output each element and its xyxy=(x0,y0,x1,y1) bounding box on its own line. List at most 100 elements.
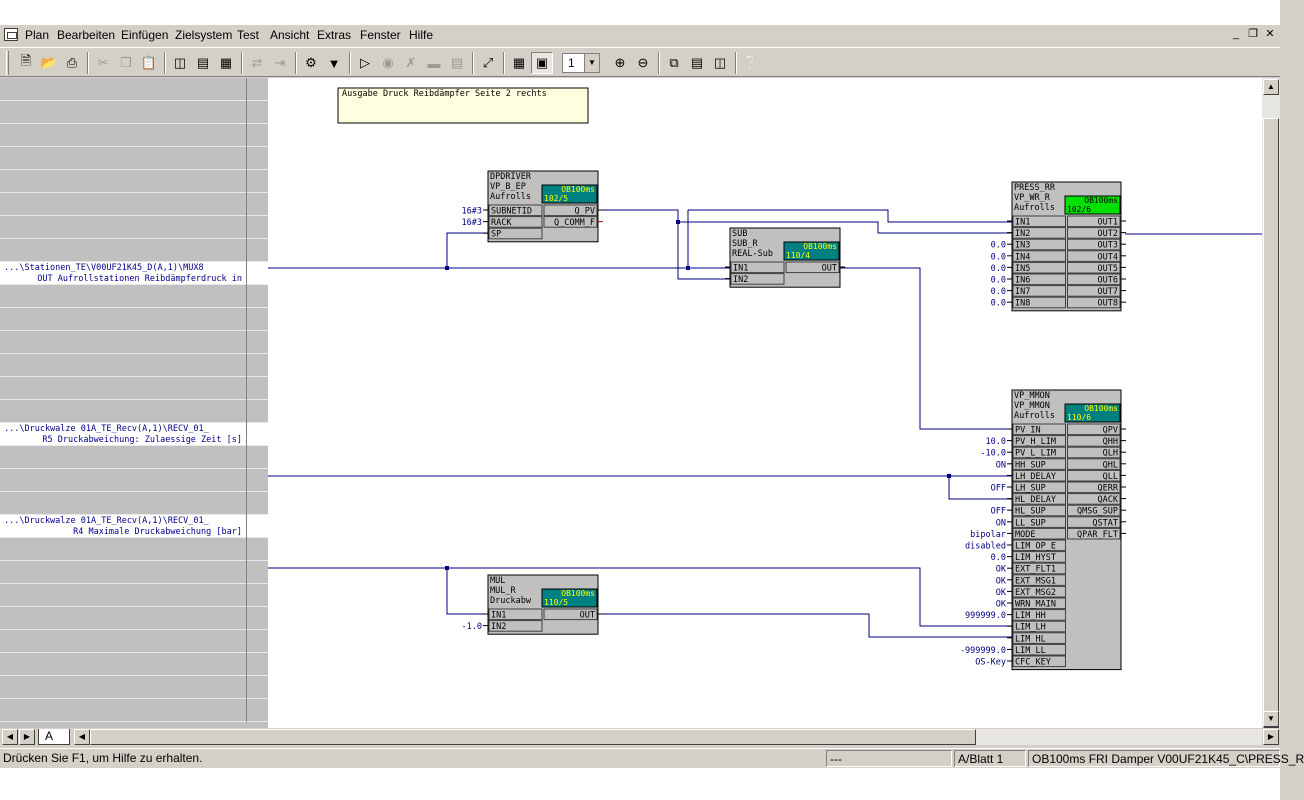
input-pin[interactable] xyxy=(1012,643,1066,656)
zoom-in-icon[interactable]: ⊕ xyxy=(614,55,626,70)
output-pin[interactable] xyxy=(1067,250,1121,262)
open-icon[interactable]: 📂 xyxy=(40,55,58,70)
menu-plan[interactable]: Plan xyxy=(25,28,50,42)
menu-bearbeiten[interactable]: Bearbeiten xyxy=(57,28,116,42)
catalog-icon[interactable]: ◫ xyxy=(173,55,187,70)
input-pin[interactable] xyxy=(1012,481,1066,494)
output-pin[interactable] xyxy=(1067,493,1121,505)
input-pin[interactable] xyxy=(1012,273,1066,286)
horizontal-scroll-thumb[interactable] xyxy=(90,729,976,745)
output-pin[interactable] xyxy=(1067,296,1121,309)
input-pin[interactable] xyxy=(1012,423,1066,436)
input-pin[interactable] xyxy=(488,227,543,240)
compile-icon[interactable]: ⚙ xyxy=(305,55,317,70)
cascade-icon[interactable]: ⧉ xyxy=(669,55,679,70)
sheet-bar-connection[interactable]: ...\Druckwalze 01A_TE_Recv(A,1)\RECV_01_… xyxy=(0,515,268,538)
new-icon[interactable]: 🗎 xyxy=(20,53,32,68)
input-pin[interactable] xyxy=(1012,238,1066,251)
output-pin[interactable] xyxy=(1067,238,1121,251)
output-pin[interactable] xyxy=(543,216,598,228)
input-pin[interactable] xyxy=(1012,435,1066,447)
input-pin[interactable] xyxy=(1012,585,1066,598)
input-pin[interactable] xyxy=(488,608,543,621)
download-icon[interactable]: ▼ xyxy=(327,55,341,71)
disconnect-icon[interactable]: ✗ xyxy=(405,55,417,70)
copy-icon[interactable]: ❐ xyxy=(120,55,132,70)
input-pin[interactable] xyxy=(730,273,785,285)
toolbar-grip[interactable] xyxy=(6,51,9,75)
output-pin[interactable] xyxy=(1067,458,1121,470)
help-pointer-icon[interactable]: ❔ xyxy=(742,55,760,70)
tab-first-icon[interactable]: ◀ xyxy=(2,729,18,745)
app-icon[interactable] xyxy=(4,28,18,41)
output-pin[interactable] xyxy=(1067,285,1121,297)
menu-test[interactable]: Test xyxy=(237,28,260,42)
input-pin[interactable] xyxy=(1012,261,1066,274)
input-pin[interactable] xyxy=(1012,655,1066,668)
input-pin[interactable] xyxy=(1012,597,1066,610)
input-pin[interactable] xyxy=(730,261,785,274)
output-pin[interactable] xyxy=(1067,516,1121,528)
vertical-scroll-thumb[interactable] xyxy=(1263,118,1279,728)
sheet-icon[interactable]: ▬ xyxy=(427,55,441,71)
scroll-right-icon[interactable]: ▶ xyxy=(1263,729,1279,745)
input-pin[interactable] xyxy=(1012,458,1066,470)
menu-extras[interactable]: Extras xyxy=(317,28,352,42)
input-pin[interactable] xyxy=(1012,609,1066,621)
output-pin[interactable] xyxy=(1067,273,1121,286)
input-pin[interactable] xyxy=(1012,446,1066,459)
input-pin[interactable] xyxy=(1012,539,1066,552)
output-pin[interactable] xyxy=(1067,435,1121,447)
cut-icon[interactable]: ✂ xyxy=(97,55,109,70)
input-pin[interactable] xyxy=(488,216,543,228)
menu-fenster[interactable]: Fenster xyxy=(360,28,401,42)
overview-icon[interactable]: ▤ xyxy=(196,55,210,70)
output-pin[interactable] xyxy=(785,261,840,274)
tree-icon[interactable]: ▦ xyxy=(219,55,233,70)
chevron-down-icon[interactable]: ▼ xyxy=(584,54,599,72)
sheet-bar-icon[interactable]: ▤ xyxy=(450,55,464,70)
input-pin[interactable] xyxy=(1012,516,1066,528)
zoom-select[interactable]: 1▼ xyxy=(562,53,600,73)
input-pin[interactable] xyxy=(1012,469,1066,482)
sheet-bar-connection[interactable]: ...\Druckwalze 01A_TE_Recv(A,1)\RECV_01_… xyxy=(0,423,268,446)
paste-icon[interactable]: 📋 xyxy=(140,55,158,70)
watch-icon[interactable]: ◉ xyxy=(382,55,394,70)
output-pin[interactable] xyxy=(1067,469,1121,482)
mdi-restore-button[interactable]: ❐ xyxy=(1248,28,1258,40)
input-pin[interactable] xyxy=(1012,227,1066,239)
input-pin[interactable] xyxy=(1012,551,1066,563)
comment-box[interactable] xyxy=(337,87,589,124)
input-pin[interactable] xyxy=(1012,562,1066,575)
input-pin[interactable] xyxy=(1012,620,1066,633)
scroll-down-icon[interactable]: ▼ xyxy=(1263,711,1279,727)
input-pin[interactable] xyxy=(1012,493,1066,505)
test-mode-icon[interactable]: ▷ xyxy=(360,55,370,70)
output-pin[interactable] xyxy=(1067,227,1121,239)
input-pin[interactable] xyxy=(1012,250,1066,262)
input-pin[interactable] xyxy=(1012,527,1066,540)
menu-hilfe[interactable]: Hilfe xyxy=(409,28,434,42)
output-pin[interactable] xyxy=(543,204,598,217)
print-icon[interactable]: ⎙ xyxy=(66,55,78,70)
vertical-scrollbar[interactable]: ▲ ▼ xyxy=(1262,78,1280,728)
scroll-up-icon[interactable]: ▲ xyxy=(1263,79,1279,95)
input-pin[interactable] xyxy=(1012,504,1066,517)
output-pin[interactable] xyxy=(1067,481,1121,494)
output-pin[interactable] xyxy=(1067,527,1121,540)
grid-icon[interactable]: ▦ xyxy=(512,55,526,70)
menu-zielsystem[interactable]: Zielsystem xyxy=(175,28,233,42)
input-pin[interactable] xyxy=(1012,296,1066,309)
output-pin[interactable] xyxy=(1067,261,1121,274)
tab-last-icon[interactable]: ▶ xyxy=(19,729,35,745)
output-pin[interactable] xyxy=(543,608,598,621)
fit-icon[interactable]: ⤢ xyxy=(482,55,494,70)
layout-icon[interactable]: ▣ xyxy=(531,52,553,74)
mdi-minimize-button[interactable]: _ xyxy=(1232,28,1240,40)
chart-canvas[interactable]: Ausgabe Druck Reibdämpfer Seite 2 rechts… xyxy=(268,78,1262,728)
menu-ansicht[interactable]: Ansicht xyxy=(270,28,310,42)
tile-horizontal-icon[interactable]: ▤ xyxy=(690,55,704,70)
mdi-close-button[interactable]: ✕ xyxy=(1265,28,1275,40)
menu-einfuegen[interactable]: Einfügen xyxy=(121,28,169,42)
